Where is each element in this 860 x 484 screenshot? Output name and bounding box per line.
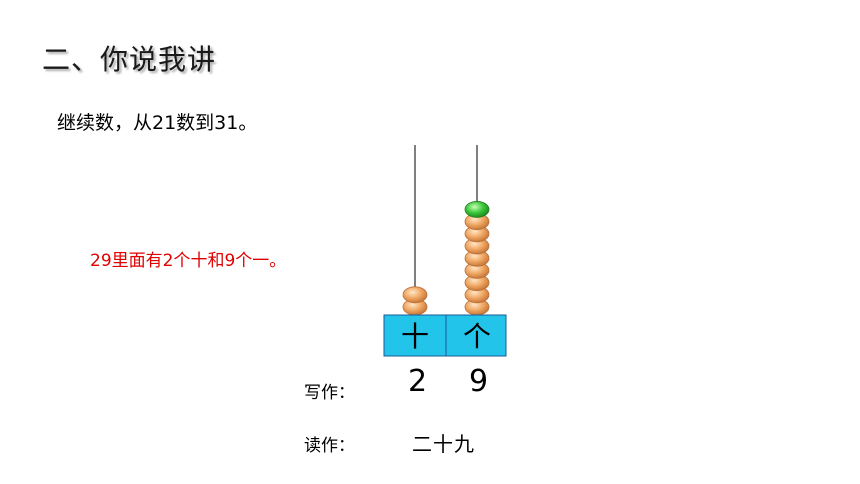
ones-place-label: 个: [463, 320, 491, 353]
counting-abacus: 十 个: [383, 145, 507, 357]
ones-place-box: [445, 314, 507, 357]
ones-beads: [464, 201, 490, 316]
tens-beads: [402, 286, 428, 316]
ones-bead-highlighted: [464, 201, 490, 218]
tens-place-label: 十: [401, 320, 429, 353]
place-value-note: 29里面有2个十和9个一。: [90, 251, 287, 271]
write-label: 写作：: [304, 383, 355, 403]
tens-digit: 2: [408, 364, 428, 399]
reading-value: 二十九: [412, 432, 475, 456]
ones-digit: 9: [469, 364, 489, 399]
tens-bead: [402, 286, 428, 304]
instruction-text: 继续数，从21数到31。: [57, 112, 258, 134]
read-label: 读作：: [304, 436, 355, 456]
slide-title: 二、你说我讲: [42, 43, 217, 76]
